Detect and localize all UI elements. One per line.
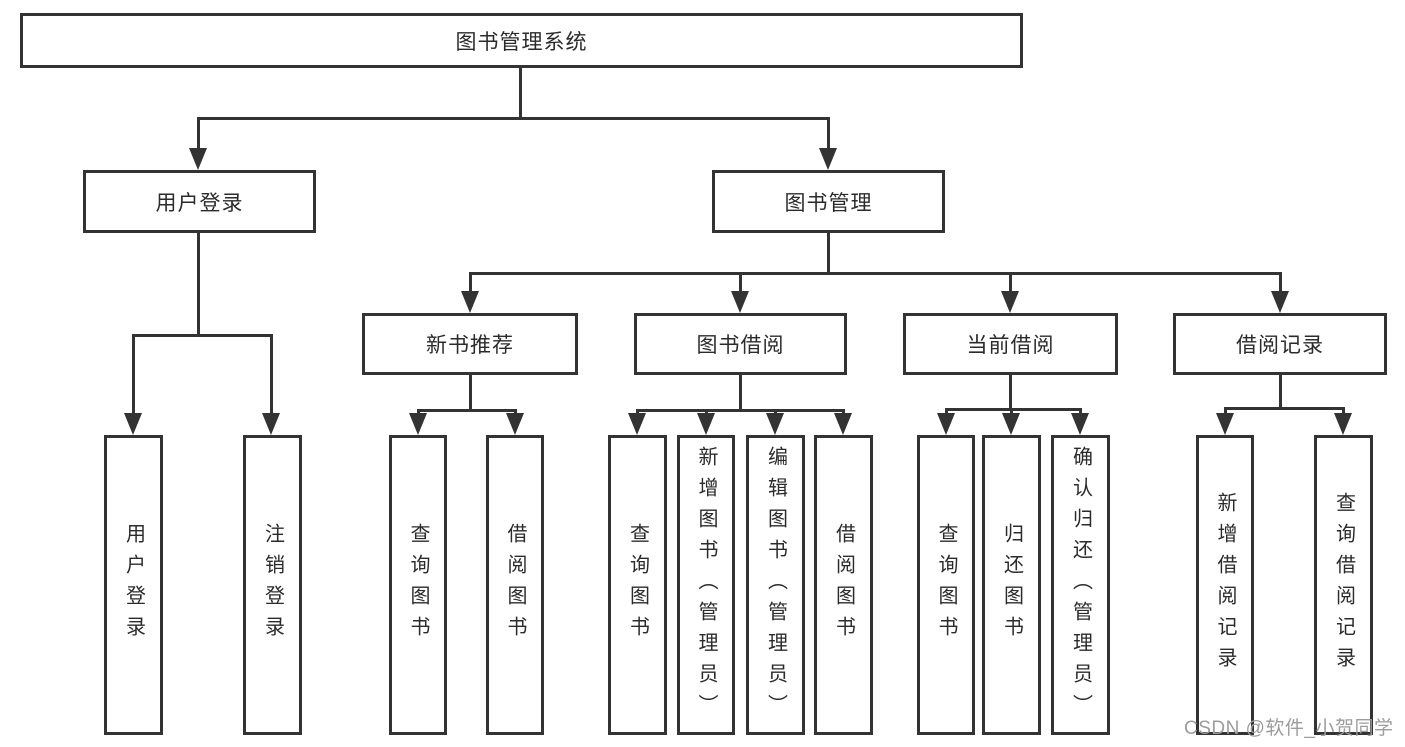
connector-line [1009,375,1012,410]
arrow-down-icon [697,413,715,435]
leaf-label: 归还图书 [1000,523,1023,647]
node-new-book-recommend: 新书推荐 [362,313,578,375]
arrow-down-icon [189,148,207,170]
arrow-down-icon [262,413,280,435]
leaf-label: 借阅图书 [832,523,855,647]
connector-line [469,272,1282,275]
arrow-down-icon [506,413,524,435]
leaf-confirm-return-admin: 确认归还（管理员） [1051,435,1110,735]
connector-line [739,272,742,293]
connector-line [739,375,742,411]
leaf-query-book-2: 查询图书 [608,435,667,735]
csdn-watermark: CSDN @软件_小贺同学 [1184,718,1394,739]
leaf-label: 查询图书 [407,523,429,647]
connector-line [1224,407,1345,410]
arrow-down-icon [819,148,837,170]
node-label: 借阅记录 [1236,334,1324,357]
node-label: 图书管理 [784,191,873,215]
connector-line [270,334,273,415]
node-label: 当前借阅 [966,334,1055,357]
arrow-down-icon [124,413,142,435]
arrow-down-icon [731,291,749,313]
leaf-edit-book-admin: 编辑图书（管理员） [746,435,805,735]
connector-line [827,117,830,151]
leaf-borrow-book-1: 借阅图书 [486,435,544,735]
leaf-user-login: 用户登录 [104,435,163,735]
node-user-login: 用户登录 [83,170,316,233]
arrow-down-icon [834,413,852,435]
leaf-label: 查询图书 [626,523,649,647]
arrow-down-icon [1002,413,1020,435]
node-book-management: 图书管理 [712,170,945,233]
node-label: 图书管理系统 [455,30,588,54]
node-label: 图书借阅 [696,334,785,357]
leaf-label: 编辑图书（管理员） [764,445,787,725]
arrow-down-icon [1216,413,1234,435]
node-borrow-records: 借阅记录 [1173,313,1387,375]
arrow-down-icon [628,413,646,435]
leaf-borrow-book-2: 借阅图书 [814,435,873,735]
arrow-down-icon [1271,291,1289,313]
leaf-label: 用户登录 [122,523,145,647]
arrow-down-icon [766,413,784,435]
leaf-return-book: 归还图书 [982,435,1041,735]
connector-line [1279,272,1282,293]
node-label: 新书推荐 [426,334,514,357]
node-label: 用户登录 [155,191,244,215]
leaf-query-book-1: 查询图书 [389,435,447,735]
connector-line [1224,407,1227,418]
node-book-borrow: 图书借阅 [634,313,847,375]
leaf-add-book-admin: 新增图书（管理员） [677,435,735,735]
node-library-management-system: 图书管理系统 [20,13,1023,68]
leaf-query-book-3: 查询图书 [917,435,975,735]
connector-line [1342,407,1345,418]
leaf-label: 注销登录 [261,523,284,647]
connector-line [469,272,472,293]
connector-line [636,409,845,412]
leaf-add-borrow-record: 新增借阅记录 [1196,435,1254,735]
connector-line [519,68,522,118]
arrow-down-icon [1334,413,1352,435]
leaf-logout: 注销登录 [243,435,302,735]
connector-line [197,117,200,151]
connector-line [469,375,472,411]
connector-line [1009,272,1012,293]
connector-line [132,334,273,337]
leaf-label: 确认归还（管理员） [1069,445,1092,725]
connector-line [132,334,135,415]
arrow-down-icon [1001,291,1019,313]
node-current-borrow: 当前借阅 [903,313,1118,375]
arrow-down-icon [409,413,427,435]
leaf-label: 借阅图书 [504,523,526,647]
leaf-label: 新增借阅记录 [1214,492,1236,678]
connector-line [197,233,200,336]
connector-line [1279,375,1282,409]
connector-line [417,409,517,412]
leaf-label: 查询借阅记录 [1332,492,1355,678]
connector-line [945,408,1082,411]
arrow-down-icon [937,413,955,435]
leaf-label: 查询图书 [935,523,957,647]
leaf-query-borrow-record: 查询借阅记录 [1314,435,1373,735]
arrow-down-icon [1071,413,1089,435]
arrow-down-icon [461,291,479,313]
connector-line [197,117,830,120]
connector-line [827,233,830,274]
leaf-label: 新增图书（管理员） [695,445,717,725]
